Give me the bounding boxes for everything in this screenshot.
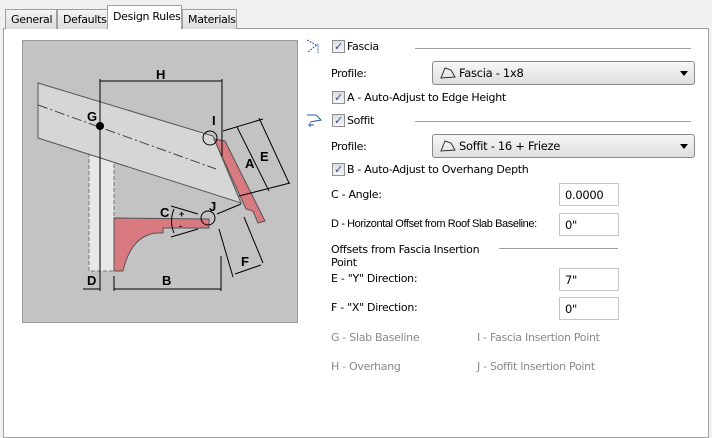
x-direction-label: F - "X" Direction:	[331, 301, 418, 314]
divider	[499, 248, 618, 249]
wall	[88, 146, 115, 272]
soffit-checkbox[interactable]: ✓	[332, 114, 345, 127]
fascia-label: Fascia	[347, 40, 379, 53]
soffit-auto-adjust-label: B - Auto-Adjust to Overhang Depth	[347, 163, 529, 176]
soffit-icon	[306, 112, 323, 131]
legend-h: H - Overhang	[331, 360, 401, 373]
fascia-checkbox[interactable]: ✓	[332, 40, 345, 53]
slab-baseline-point	[96, 122, 104, 130]
fascia-profile-select[interactable]: Fascia - 1x8	[432, 61, 695, 85]
soffit-auto-adjust-checkbox[interactable]: ✓	[332, 163, 345, 176]
roof-slab	[37, 82, 242, 204]
soffit-label: Soffit	[347, 114, 375, 127]
label-j: J	[209, 199, 216, 214]
dimension-lines	[83, 79, 291, 291]
label-a: A	[245, 156, 255, 171]
x-direction-input[interactable]: 0"	[559, 297, 619, 320]
label-f: F	[241, 254, 249, 269]
angle-input[interactable]: 0.0000	[559, 183, 619, 206]
profile-icon	[439, 139, 457, 156]
divider	[415, 121, 691, 122]
y-direction-label: E - "Y" Direction:	[331, 272, 418, 285]
legend-g: G - Slab Baseline	[331, 331, 420, 344]
label-c: C	[160, 205, 170, 220]
fascia-shape	[213, 138, 266, 224]
label-b: B	[162, 273, 171, 288]
legend-j: J - Soffit Insertion Point	[477, 360, 595, 373]
slab-centerline	[37, 104, 217, 170]
soffit-profile-label: Profile:	[331, 140, 367, 153]
chevron-down-icon	[680, 71, 688, 76]
label-e: E	[260, 149, 269, 164]
label-minus: -	[179, 221, 182, 231]
roof-edge-diagram: H G I A E C + - J D B F	[22, 40, 298, 323]
chevron-down-icon	[680, 144, 688, 149]
tab-defaults[interactable]: Defaults	[57, 9, 108, 29]
legend-i: I - Fascia Insertion Point	[477, 331, 600, 344]
offsets-group-label: Offsets from Fascia Insertion Point	[331, 243, 480, 269]
soffit-profile-value: Soffit - 16 + Frieze	[459, 139, 561, 153]
tab-materials[interactable]: Materials	[182, 9, 237, 29]
label-d: D	[87, 273, 96, 288]
divider	[415, 48, 691, 49]
label-i: I	[212, 113, 215, 128]
fascia-profile-value: Fascia - 1x8	[459, 66, 524, 80]
fascia-auto-adjust-checkbox[interactable]: ✓	[332, 91, 345, 104]
horizontal-offset-input[interactable]: 0"	[559, 213, 619, 236]
fascia-auto-adjust-label: A - Auto-Adjust to Edge Height	[347, 91, 506, 104]
tab-general[interactable]: General	[5, 9, 57, 29]
profile-icon	[439, 66, 457, 83]
soffit-shape	[113, 217, 210, 272]
y-direction-input[interactable]: 7"	[559, 268, 619, 291]
tab-design-rules[interactable]: Design Rules	[107, 5, 182, 29]
soffit-profile-select[interactable]: Soffit - 16 + Frieze	[432, 134, 695, 158]
angle-label: C - Angle:	[331, 188, 382, 201]
label-plus: +	[179, 209, 184, 219]
label-g: G	[87, 109, 97, 124]
horizontal-offset-label: D - Horizontal Offset from Roof Slab Bas…	[331, 218, 537, 230]
fascia-profile-label: Profile:	[331, 67, 367, 80]
fascia-icon	[306, 38, 322, 57]
label-h: H	[156, 67, 165, 82]
